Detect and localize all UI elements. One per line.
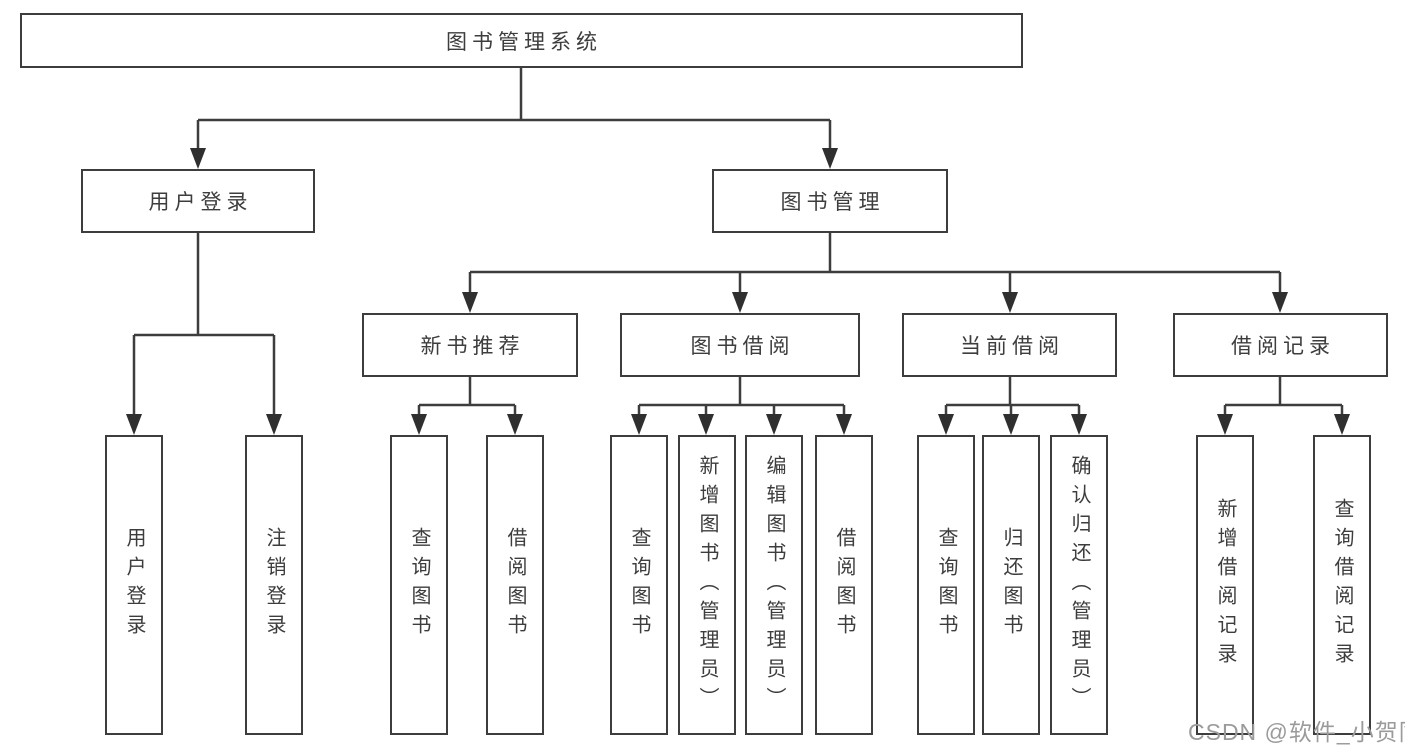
leaf-label: 用户登录: [123, 527, 145, 643]
leaf-user-login: 用户登录: [105, 435, 163, 735]
node-root: 图书管理系统: [20, 13, 1023, 68]
csdn-watermark: CSDN @软件_小贺同学: [1188, 719, 1405, 745]
leaf-borrow-add-books-admin: 新增图书（管理员）: [678, 435, 736, 735]
leaf-label: 查询图书: [408, 527, 430, 643]
leaf-records-add-borrow-record: 新增借阅记录: [1196, 435, 1254, 735]
node-book-management: 图书管理: [712, 169, 948, 233]
leaf-newbook-query-books: 查询图书: [390, 435, 448, 735]
leaf-label: 新增图书（管理员）: [696, 454, 718, 716]
leaf-label: 注销登录: [263, 527, 285, 643]
leaf-label: 查询图书: [628, 527, 650, 643]
node-borrow-records: 借阅记录: [1173, 313, 1388, 377]
leaf-borrow-borrow-books: 借阅图书: [815, 435, 873, 735]
leaf-current-return-books: 归还图书: [982, 435, 1040, 735]
leaf-records-query-borrow-record: 查询借阅记录: [1313, 435, 1371, 735]
leaf-newbook-borrow-books: 借阅图书: [486, 435, 544, 735]
leaf-label: 新增借阅记录: [1214, 498, 1236, 672]
leaf-label: 归还图书: [1000, 527, 1022, 643]
leaf-current-confirm-return-admin: 确认归还（管理员）: [1050, 435, 1108, 735]
leaf-label: 借阅图书: [833, 527, 855, 643]
leaf-borrow-query-books: 查询图书: [610, 435, 668, 735]
leaf-borrow-edit-books-admin: 编辑图书（管理员）: [745, 435, 803, 735]
node-current-borrow: 当前借阅: [902, 313, 1117, 377]
leaf-label: 查询图书: [935, 527, 957, 643]
arrowheads: [126, 148, 1350, 435]
node-new-book-recommend: 新书推荐: [362, 313, 578, 377]
node-book-borrow: 图书借阅: [620, 313, 860, 377]
leaf-label: 借阅图书: [504, 527, 526, 643]
leaf-label: 查询借阅记录: [1331, 498, 1353, 672]
leaf-current-query-books: 查询图书: [917, 435, 975, 735]
leaf-logout: 注销登录: [245, 435, 303, 735]
leaf-label: 编辑图书（管理员）: [763, 454, 785, 716]
leaf-label: 确认归还（管理员）: [1068, 454, 1090, 716]
node-user-login: 用户登录: [81, 169, 315, 233]
